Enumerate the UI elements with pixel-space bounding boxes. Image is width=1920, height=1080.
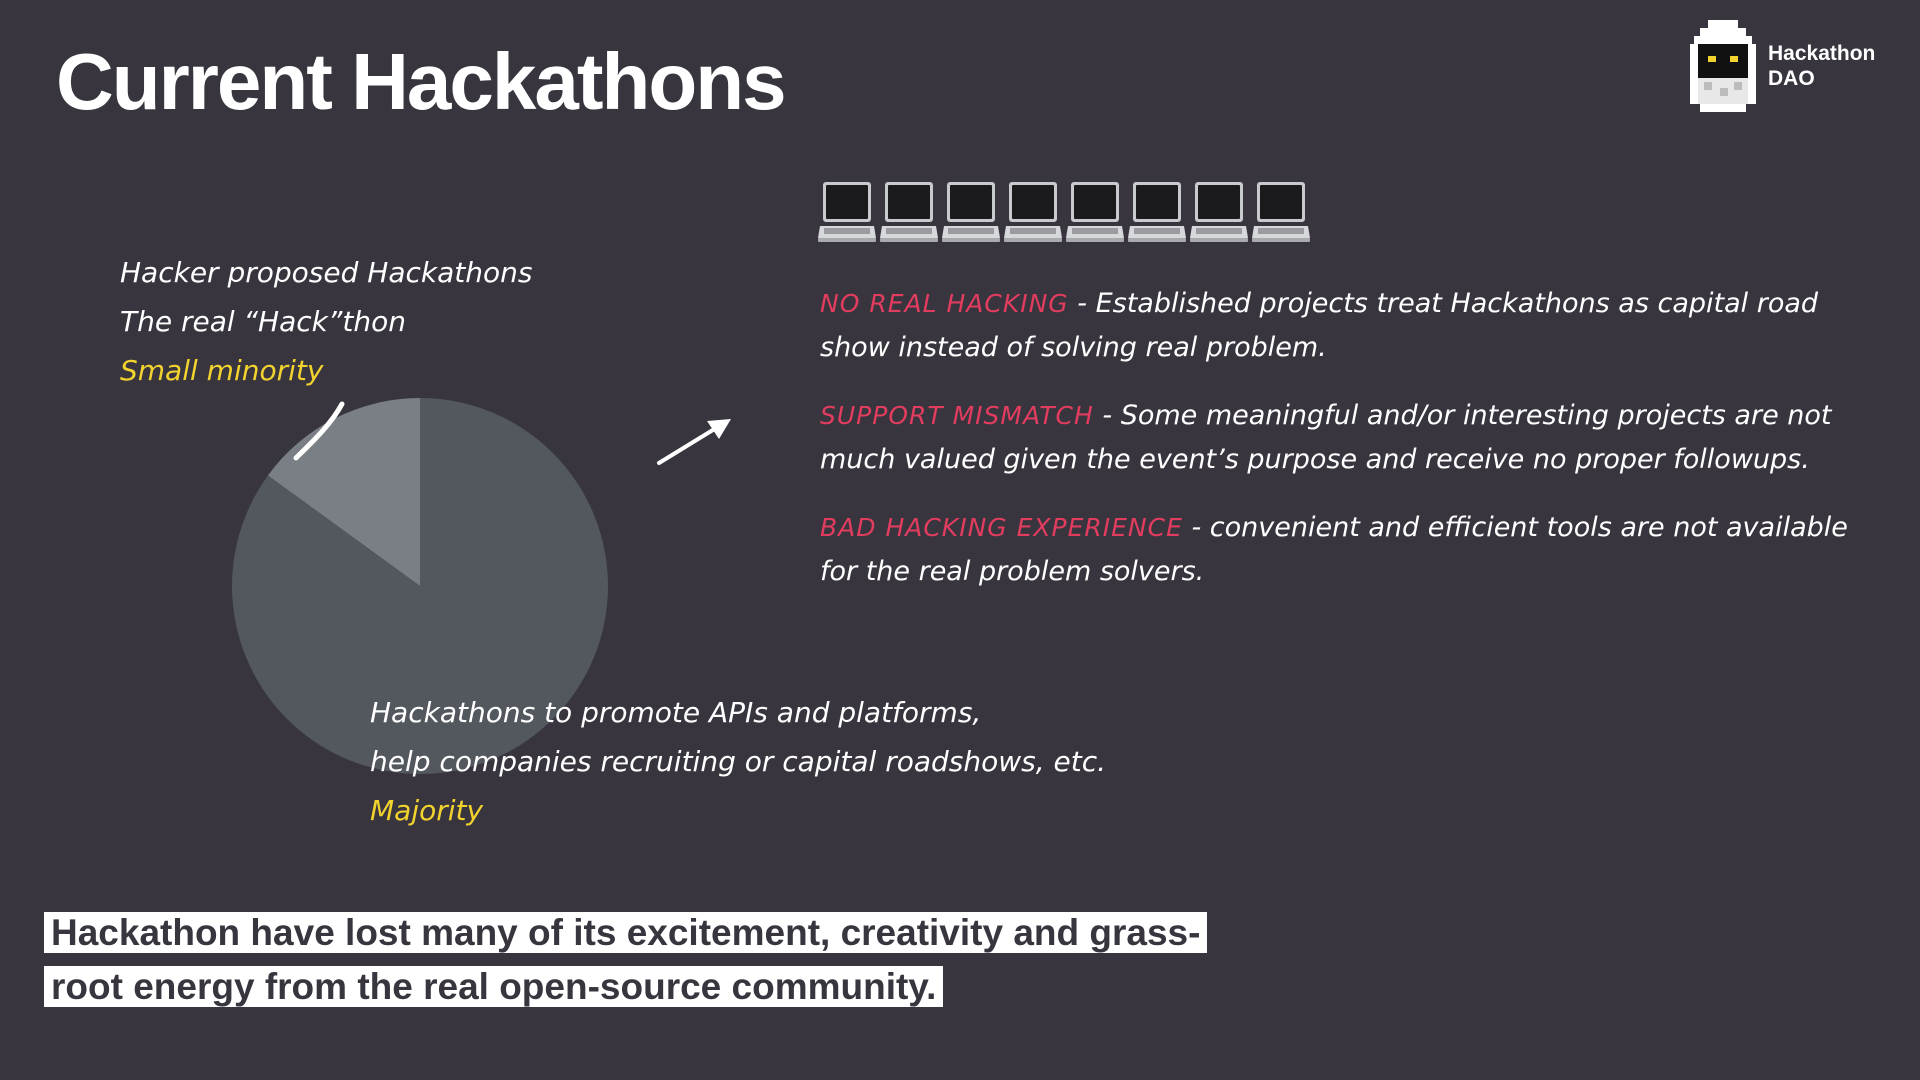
point-text: - Established projects treat Hackathons … bbox=[820, 288, 1819, 363]
majority-caption: Hackathons to promote APIs and platforms… bbox=[370, 688, 1106, 835]
point-heading: SUPPORT MISMATCH bbox=[820, 401, 1094, 430]
arrow-icon bbox=[657, 419, 731, 465]
laptop-icon bbox=[818, 180, 876, 244]
brand-logo: Hackathon DAO bbox=[1690, 20, 1875, 112]
pointer-stroke-2 bbox=[301, 411, 337, 455]
laptop-row bbox=[818, 180, 1310, 244]
page-title: Current Hackathons bbox=[56, 37, 787, 126]
point-no-real-hacking: NO REAL HACKING - Established projects t… bbox=[820, 282, 1850, 370]
point-text: - Some meaningful and/or interesting pro… bbox=[820, 400, 1832, 475]
point-support-mismatch: SUPPORT MISMATCH - Some meaningful and/o… bbox=[820, 394, 1850, 482]
problem-points: NO REAL HACKING - Established projects t… bbox=[820, 282, 1850, 618]
laptop-icon bbox=[1004, 180, 1062, 244]
minority-line2: The real “Hack”thon bbox=[120, 305, 406, 338]
brand-name: Hackathon DAO bbox=[1768, 41, 1875, 91]
brand-line1: Hackathon bbox=[1768, 42, 1876, 65]
majority-line2: help companies recruiting or capital roa… bbox=[370, 745, 1107, 778]
minority-label: Small minority bbox=[120, 354, 324, 387]
majority-line1: Hackathons to promote APIs and platforms… bbox=[370, 696, 982, 729]
laptop-icon bbox=[942, 180, 1000, 244]
brand-line2: DAO bbox=[1768, 67, 1815, 90]
laptop-icon bbox=[1128, 180, 1186, 244]
point-heading: BAD HACKING EXPERIENCE bbox=[820, 513, 1183, 542]
point-heading: NO REAL HACKING bbox=[820, 289, 1069, 318]
laptop-icon bbox=[1252, 180, 1310, 244]
majority-label: Majority bbox=[370, 794, 484, 827]
conclusion-line1: Hackathon have lost many of its exciteme… bbox=[44, 912, 1208, 953]
point-text: - convenient and efficient tools are not… bbox=[820, 512, 1848, 587]
laptop-icon bbox=[880, 180, 938, 244]
pie-slice-majority bbox=[232, 398, 608, 774]
laptop-icon bbox=[1190, 180, 1248, 244]
pixel-ghost-logo-icon bbox=[1690, 20, 1756, 112]
minority-line1: Hacker proposed Hackathons bbox=[120, 256, 533, 289]
laptop-icon bbox=[1066, 180, 1124, 244]
conclusion-statement: Hackathon have lost many of its exciteme… bbox=[44, 906, 1244, 1014]
hackathon-pie-chart bbox=[232, 398, 608, 774]
minority-caption: Hacker proposed Hackathons The real “Hac… bbox=[120, 248, 532, 395]
conclusion-line2: root energy from the real open-source co… bbox=[44, 966, 944, 1007]
point-bad-hacking-experience: BAD HACKING EXPERIENCE - convenient and … bbox=[820, 506, 1850, 594]
